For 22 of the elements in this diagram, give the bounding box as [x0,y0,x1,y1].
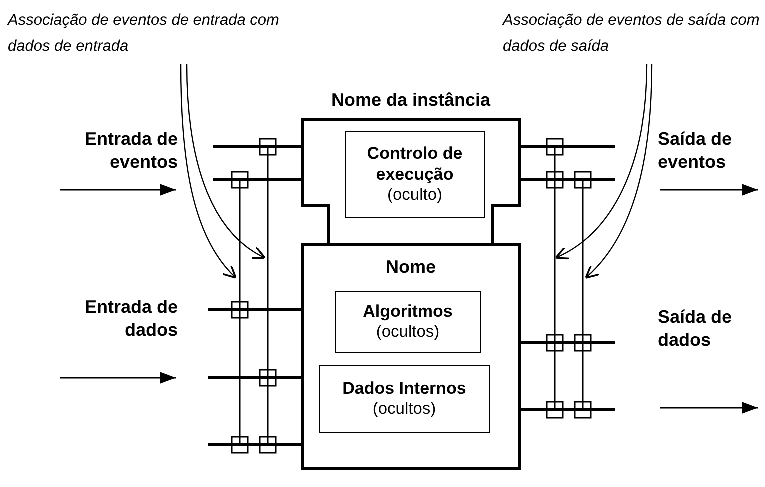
annotation-text: Associação de eventos de entrada com dados de entrada [8,11,280,57]
inner-box [345,131,485,218]
port-label: Saída de eventos [658,128,734,174]
block-heading: Nome da instância [330,89,492,112]
inner-box [319,365,490,433]
leader-line [585,64,653,279]
leader-line [186,64,266,259]
port-label: Saída de dados [658,306,734,352]
box-note: (ocultos) [376,322,440,343]
port-label: Entrada de eventos [84,128,178,174]
box-title: Algoritmos [363,301,453,322]
port-label: Entrada de dados [84,296,178,342]
leader-line [555,64,648,259]
box-note: (ocultos) [372,399,436,420]
box-note: (oculto) [387,185,443,206]
box-title: Controlo de execução [366,142,464,186]
leader-line [180,64,237,279]
inner-box [335,291,481,353]
box-title: Dados Internos [342,378,466,400]
function-block-body [301,243,521,470]
annotation-text: Associação de eventos de saída com dados de saída [503,11,761,57]
block-heading: Nome [384,256,437,278]
